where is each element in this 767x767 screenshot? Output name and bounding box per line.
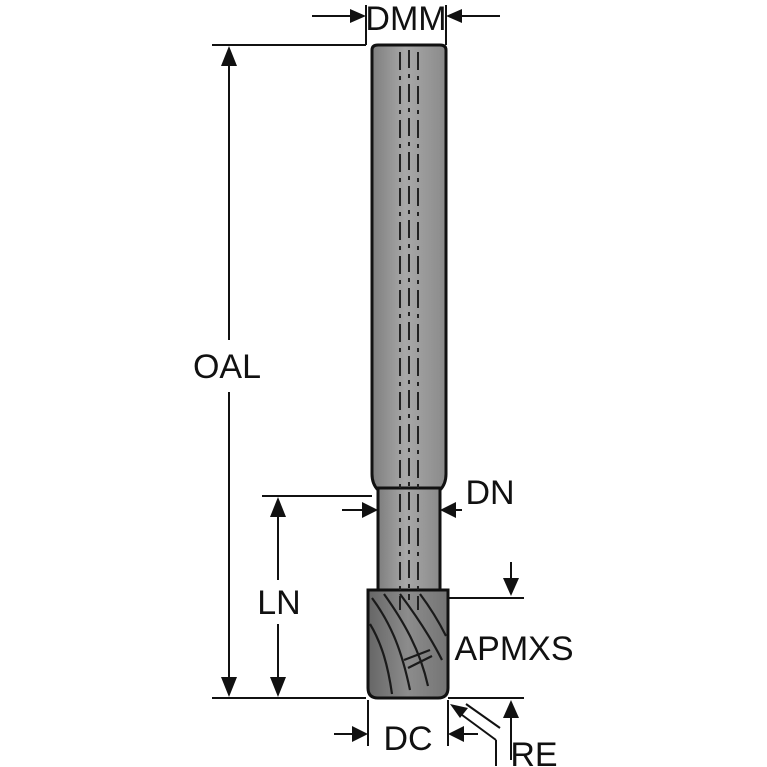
end-mill-tool — [366, 43, 450, 700]
ln-label: LN — [257, 584, 300, 622]
re-dimension: RE — [450, 703, 558, 767]
oal-label: OAL — [193, 348, 261, 386]
ln-dimension: LN — [257, 495, 372, 697]
dn-label: DN — [465, 474, 514, 512]
dn-dimension: DN — [342, 474, 515, 518]
oal-dimension: OAL — [193, 44, 366, 699]
dmm-label: DMM — [365, 0, 446, 38]
dmm-dimension: DMM — [312, 0, 500, 45]
tool-flutes — [369, 593, 447, 695]
apmxs-dimension: APMXS — [448, 562, 574, 760]
apmxs-label: APMXS — [454, 630, 573, 668]
dc-label: DC — [383, 720, 432, 758]
re-label: RE — [510, 736, 557, 767]
dc-dimension: DC — [334, 700, 478, 758]
